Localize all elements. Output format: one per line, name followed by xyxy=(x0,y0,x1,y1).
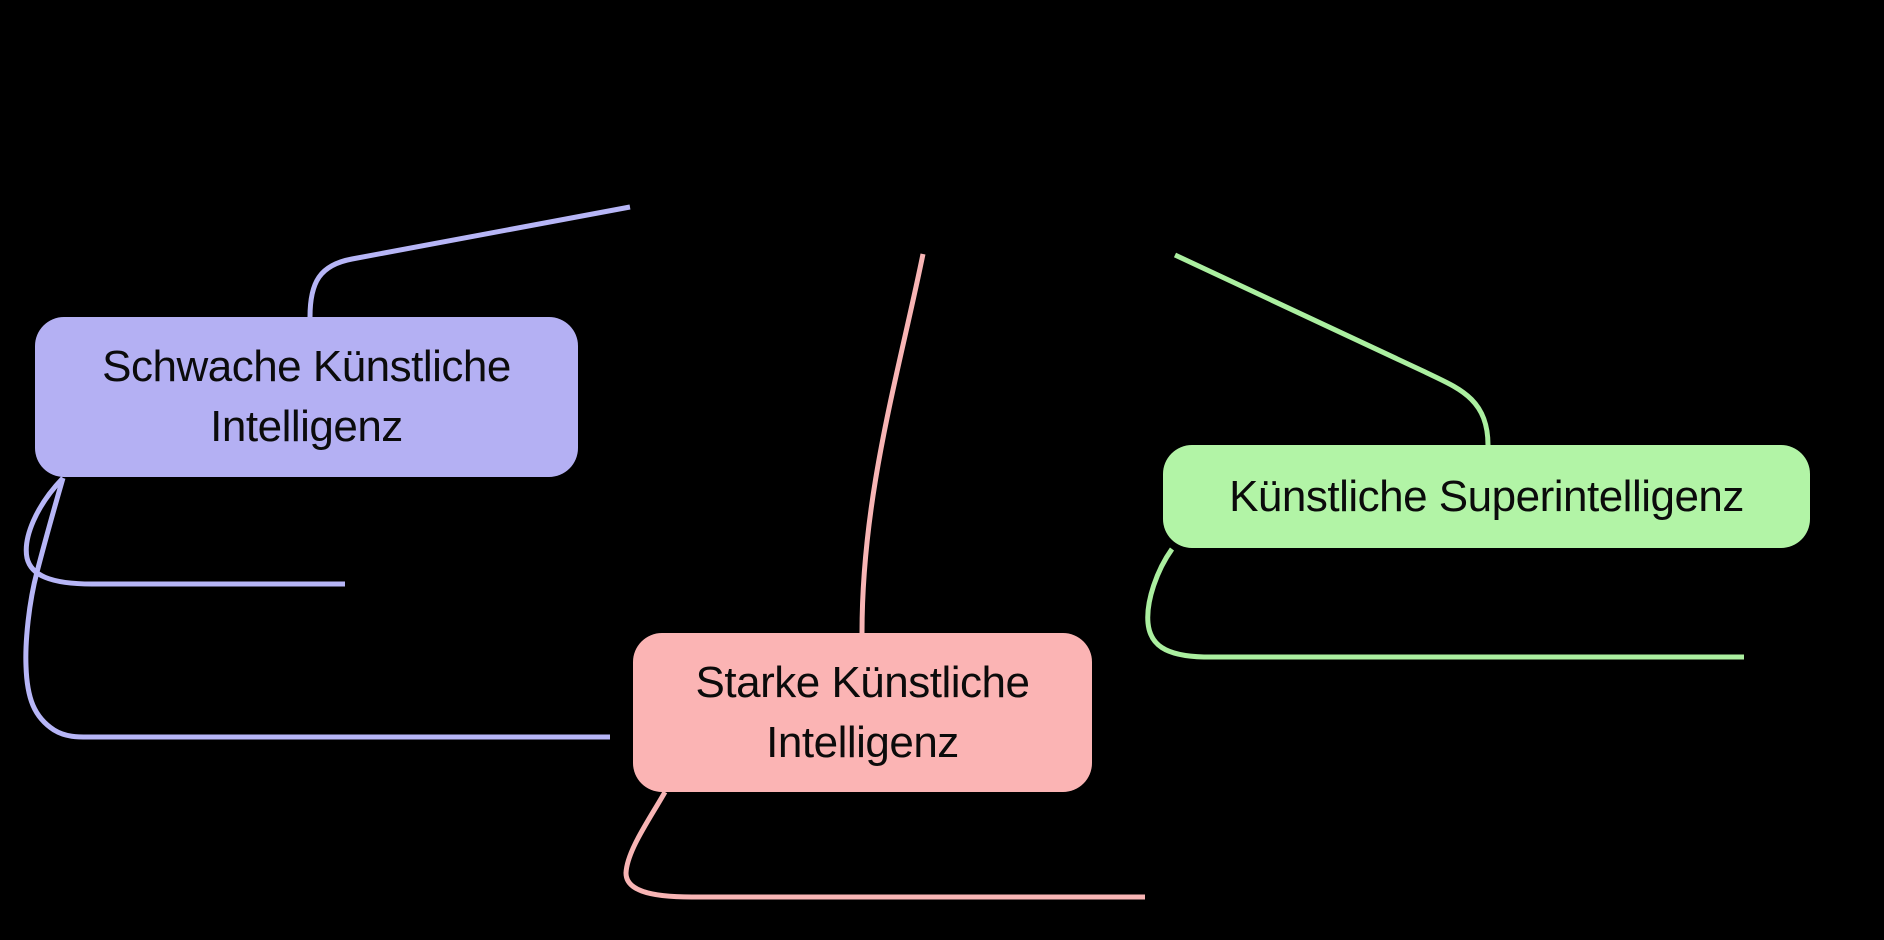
edge-weak-ai-leaf-1 xyxy=(23,476,345,587)
edge-strong-ai-leaf-1 xyxy=(623,790,1145,900)
node-weak-ai-label: Schwache Künstliche Intelligenz xyxy=(102,337,511,457)
node-label-line: Künstliche Superintelligenz xyxy=(1229,471,1744,521)
node-super-ai-label: Künstliche Superintelligenz xyxy=(1229,467,1744,527)
node-label-line: Starke Künstliche xyxy=(695,657,1030,707)
edge-root-to-weak-ai xyxy=(307,204,631,318)
edge-root-to-super-ai xyxy=(1173,252,1491,446)
node-super-ai[interactable]: Künstliche Superintelligenz xyxy=(1163,445,1810,548)
node-strong-ai-label: Starke Künstliche Intelligenz xyxy=(696,653,1030,773)
edge-weak-ai-leaf-2 xyxy=(23,477,610,740)
edge-root-to-strong-ai xyxy=(859,253,926,634)
node-strong-ai[interactable]: Starke Künstliche Intelligenz xyxy=(633,633,1092,792)
node-label-line: Intelligenz xyxy=(210,402,403,451)
edge-super-ai-leaf-1 xyxy=(1145,547,1744,660)
node-label-line: Intelligenz xyxy=(766,717,959,767)
node-weak-ai[interactable]: Schwache Künstliche Intelligenz xyxy=(35,317,578,477)
node-label-line: Schwache Künstliche xyxy=(102,342,511,391)
